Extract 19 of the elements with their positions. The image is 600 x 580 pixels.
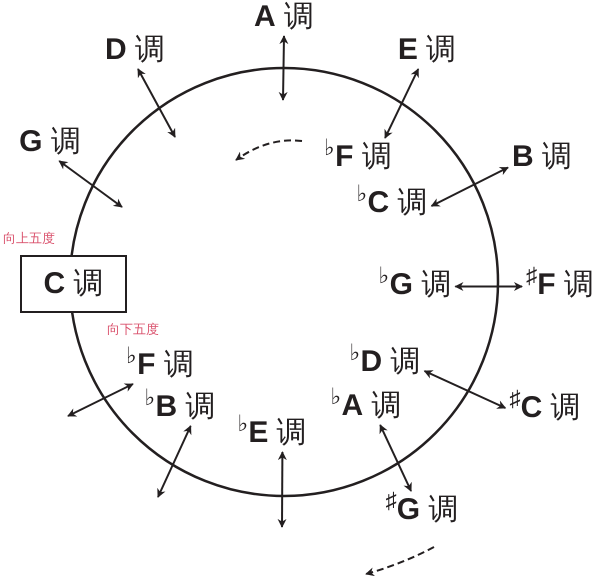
double-arrow (157, 425, 192, 498)
double-arrow (424, 370, 506, 409)
key-box: C 调 (20, 255, 127, 313)
interval-note: 向上五度 (3, 232, 55, 244)
double-arrow (137, 68, 176, 138)
key-label: A 调 (254, 2, 314, 32)
double-arrow (379, 424, 412, 492)
key-label: B 调 (512, 142, 572, 172)
key-label: E 调 (398, 35, 456, 65)
double-arrow (67, 383, 134, 417)
double-arrow (384, 68, 420, 139)
double-arrow (430, 166, 509, 207)
double-arrow (454, 282, 523, 291)
double-arrow (278, 451, 287, 528)
double-arrow (58, 160, 123, 208)
interval-note: 向下五度 (107, 322, 159, 336)
key-label: D 调 (105, 35, 165, 65)
double-arrow (278, 35, 288, 101)
key-label: G 调 (19, 127, 81, 157)
